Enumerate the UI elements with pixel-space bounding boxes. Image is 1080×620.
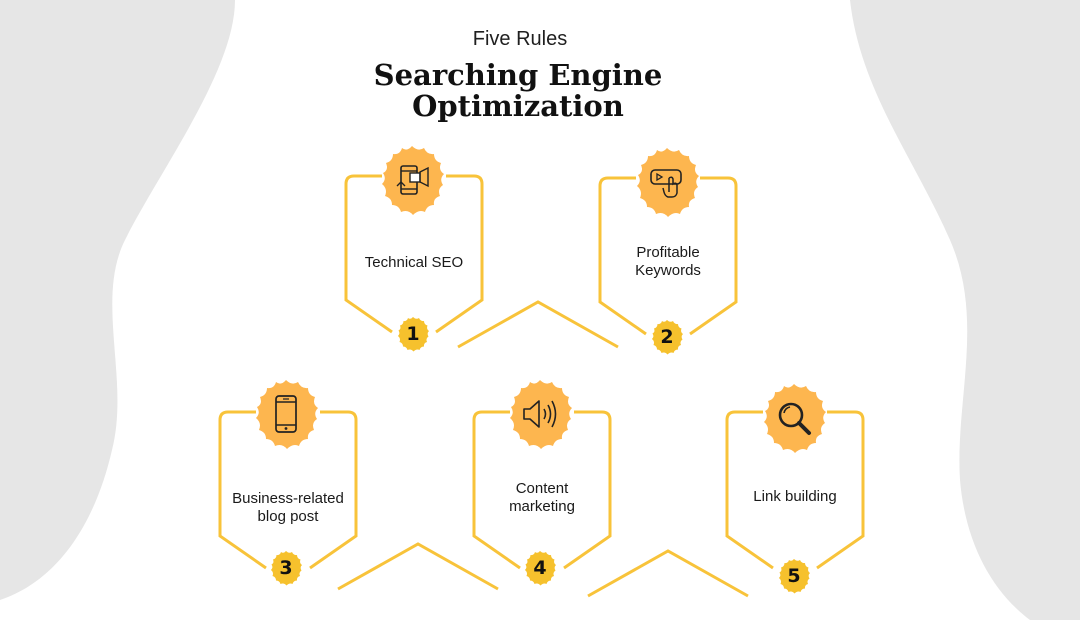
step-label: Content marketing xyxy=(472,480,612,516)
step-frame xyxy=(218,410,358,570)
step-card-1: Technical SEO xyxy=(344,172,484,352)
step-card-3: Business-related blog post xyxy=(218,408,358,588)
step-frame xyxy=(472,410,612,570)
step-card-4: Content marketing xyxy=(472,408,612,588)
step-label: Profitable Keywords xyxy=(598,244,738,280)
connector-chevron-1-2 xyxy=(457,300,619,349)
step-number-badge-3: 3 xyxy=(266,548,306,588)
step-label: Business-related blog post xyxy=(218,490,358,526)
step-number-badge-1: 1 xyxy=(393,314,433,354)
step-badge-3 xyxy=(246,374,326,454)
step-number: 1 xyxy=(406,323,420,345)
step-number: 4 xyxy=(533,557,547,579)
connector-chevron-4-5 xyxy=(587,549,749,598)
step-card-2: Profitable Keywords xyxy=(598,174,738,354)
mobile-marketing-icon xyxy=(396,165,429,195)
smartphone-icon xyxy=(275,395,297,433)
step-label-line-1: Business-related xyxy=(232,490,344,507)
step-label-line-2: blog post xyxy=(257,508,319,525)
step-number: 3 xyxy=(279,557,293,579)
subtitle: Five Rules xyxy=(472,28,568,50)
connector-chevron-3-4 xyxy=(337,542,499,591)
step-number: 5 xyxy=(787,565,801,587)
step-number-badge-2: 2 xyxy=(647,317,687,357)
step-label: Technical SEO xyxy=(364,254,464,271)
magnifier-icon xyxy=(778,402,811,435)
step-label-line-2: Keywords xyxy=(635,262,701,279)
step-badge-5 xyxy=(754,378,834,458)
step-card-5: Link building xyxy=(725,408,865,588)
step-badge-1 xyxy=(372,140,452,220)
step-frame xyxy=(598,176,738,336)
step-number-badge-4: 4 xyxy=(520,548,560,588)
step-frame xyxy=(725,410,865,570)
step-number-badge-5: 5 xyxy=(774,556,814,596)
page-title: Searching Engine Optimization xyxy=(0,60,1036,122)
speaker-icon xyxy=(523,400,557,428)
step-label-line-1: Profitable xyxy=(636,244,700,261)
step-frame xyxy=(344,174,484,334)
step-label-line-2: marketing xyxy=(509,498,575,515)
step-badge-2 xyxy=(627,142,707,222)
step-label-line-1: Content xyxy=(515,480,569,497)
title-line-2: Optimization xyxy=(412,89,624,123)
step-number: 2 xyxy=(660,326,674,348)
step-badge-4 xyxy=(500,374,580,454)
step-label: Link building xyxy=(753,488,837,505)
click-button-icon xyxy=(650,169,682,198)
title-line-1: Searching Engine xyxy=(373,58,663,92)
